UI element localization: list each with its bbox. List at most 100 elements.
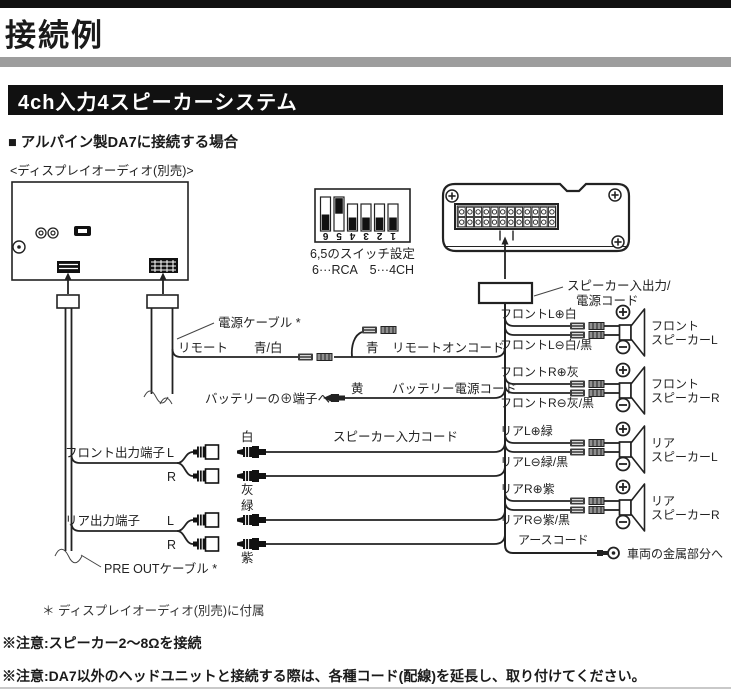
preout-pointer-line bbox=[80, 554, 102, 568]
plug-arrow-right-icon bbox=[159, 272, 167, 294]
attachment-note: ＊ ディスプレイオーディオ(別売)に付属 bbox=[42, 604, 265, 618]
channel-r-label: R bbox=[167, 470, 176, 484]
preout-port-icon bbox=[57, 261, 80, 273]
battery-connector-icon bbox=[323, 394, 345, 402]
connector-pair-icon bbox=[569, 497, 605, 505]
rca-jacks-icon bbox=[35, 227, 59, 239]
plug-arrow-amp-icon bbox=[501, 236, 509, 279]
connector-pair-icon bbox=[569, 439, 605, 447]
svg-text:4: 4 bbox=[349, 230, 355, 241]
svg-text:2: 2 bbox=[376, 230, 382, 241]
section-header-bar: 4ch入力4スピーカーシステム bbox=[8, 85, 723, 115]
dip-caption-1: 6,5のスイッチ設定 bbox=[310, 246, 415, 261]
minus-terminal-icon bbox=[615, 397, 631, 413]
earth-label: アースコード bbox=[518, 533, 589, 547]
amplifier-unit bbox=[441, 182, 631, 279]
wire-neg-label: リアR⊖紫/黒 bbox=[500, 513, 570, 527]
cable-break-icon bbox=[54, 548, 83, 564]
rca-color-purple: 紫 bbox=[241, 551, 254, 565]
battery-dest-label: バッテリーの⊕端子へ bbox=[205, 392, 330, 406]
channel-l-label: L bbox=[167, 446, 174, 460]
power-cable: 電源ケーブル * bbox=[143, 294, 301, 405]
harness-trunk bbox=[504, 303, 597, 554]
remote-on-label: リモートオンコード bbox=[392, 341, 505, 355]
speaker-name-1: リア bbox=[651, 436, 675, 450]
dip-switch-1 bbox=[387, 203, 399, 232]
speaker-name-2: スピーカーL bbox=[651, 450, 718, 464]
bottom-divider bbox=[0, 687, 731, 689]
wire-pos-label: フロントR⊕灰 bbox=[500, 365, 579, 379]
remote-wire: リモート 青/白 青 リモートオンコード bbox=[171, 326, 506, 361]
screw-icon bbox=[445, 189, 459, 203]
dip-switch-3 bbox=[360, 203, 372, 232]
rca-plug-icon bbox=[236, 513, 267, 527]
channel-r-label: R bbox=[167, 538, 176, 552]
wire-neg-label: フロントL⊖白/黒 bbox=[500, 337, 592, 352]
preout-cable-label: PRE OUTケーブル * bbox=[104, 561, 217, 576]
speaker-io-harness: スピーカー入出力/ 電源コード bbox=[477, 279, 671, 554]
rca-color-gray: 灰 bbox=[241, 483, 254, 497]
rear-out-label: リア出力端子 bbox=[65, 514, 140, 528]
screw-icon bbox=[608, 188, 622, 202]
top-black-bar bbox=[0, 0, 731, 8]
gray-divider-bar bbox=[0, 57, 731, 67]
rca-color-green: 緑 bbox=[241, 498, 254, 513]
rca-jack-icon bbox=[192, 536, 220, 552]
dip-switch: 6 5 4 3 2 1 6,5のスイッチ設定 6···RCA 5···4CH bbox=[310, 188, 415, 277]
rca-plug-icon bbox=[236, 537, 267, 551]
connector-pair-icon bbox=[361, 326, 397, 334]
speaker-io-label-1: スピーカー入出力/ bbox=[567, 279, 671, 293]
channel-l-label: L bbox=[167, 514, 174, 528]
screw-icon bbox=[611, 235, 625, 249]
remote-on-color: 青 bbox=[366, 341, 379, 355]
svg-text:5: 5 bbox=[336, 230, 342, 241]
minus-terminal-icon bbox=[615, 456, 631, 472]
page-title: 接続例 bbox=[5, 18, 104, 53]
plus-terminal-icon bbox=[615, 421, 631, 437]
connector-pair-icon bbox=[297, 353, 333, 361]
front-output-terminals: フロント出力端子 L R bbox=[65, 444, 220, 484]
speaker-name-2: スピーカーR bbox=[651, 391, 720, 405]
connector-pair-icon bbox=[569, 380, 605, 388]
preout-plug bbox=[56, 294, 80, 309]
caution-note-1: ※注意:スピーカー2～8Ωを接続 bbox=[2, 635, 202, 651]
speaker-name-1: リア bbox=[651, 494, 675, 508]
rca-jack-icon bbox=[192, 512, 220, 528]
wire-pos-label: フロントL⊕白 bbox=[500, 306, 577, 321]
remote-wire-color: 青/白 bbox=[254, 340, 282, 355]
battery-wire: バッテリーの⊕端子へ 黄 バッテリー電源コード bbox=[205, 382, 517, 406]
svg-text:3: 3 bbox=[363, 230, 369, 241]
svg-text:1: 1 bbox=[390, 230, 396, 241]
speaker-name-1: フロント bbox=[651, 319, 699, 333]
battery-color: 黄 bbox=[351, 382, 364, 396]
speaker-name-2: スピーカーR bbox=[651, 508, 720, 522]
caution-note-2: ※注意:DA7以外のヘッドユニットと接続する際は、各種コード(配線)を延長し、取… bbox=[2, 668, 646, 684]
speaker-wire-group-rear-l: リアL⊕緑 リアL⊖緑/黒 リア スピーカーL bbox=[500, 421, 718, 474]
speaker-wire-group-front-l: フロントL⊕白 フロントL⊖白/黒 フロント スピーカーL bbox=[500, 304, 718, 357]
wire-neg-label: リアL⊖緑/黒 bbox=[500, 454, 568, 469]
earth-dest-label: 車両の金属部分へ bbox=[627, 546, 723, 561]
connector-pair-icon bbox=[569, 322, 605, 330]
speaker-io-label-2: 電源コード bbox=[576, 294, 639, 308]
front-out-label: フロント出力端子 bbox=[65, 446, 165, 460]
speaker-io-pointer-line bbox=[533, 286, 564, 297]
rca-jack-icon bbox=[192, 468, 220, 484]
minus-terminal-icon bbox=[615, 514, 631, 530]
plus-terminal-icon bbox=[615, 362, 631, 378]
cable-break-icon bbox=[143, 390, 169, 404]
connector-pair-icon bbox=[569, 448, 605, 456]
svg-text:6: 6 bbox=[322, 230, 328, 241]
connector-pair-icon bbox=[569, 506, 605, 514]
speaker-input-cord-label: スピーカー入力コード bbox=[333, 430, 458, 444]
plus-terminal-icon bbox=[615, 479, 631, 495]
dip-switch-4 bbox=[346, 203, 359, 232]
rca-color-white: 白 bbox=[241, 429, 254, 444]
display-audio-label: <ディスプレイオーディオ(別売)> bbox=[10, 163, 194, 178]
display-audio-unit: <ディスプレイオーディオ(別売)> bbox=[10, 163, 194, 294]
battery-label: バッテリー電源コード bbox=[392, 382, 517, 396]
dip-switch-2 bbox=[373, 203, 386, 232]
subsection-title: ■ アルパイン製DA7に接続する場合 bbox=[8, 135, 239, 151]
rca-plug-icon bbox=[236, 469, 267, 483]
